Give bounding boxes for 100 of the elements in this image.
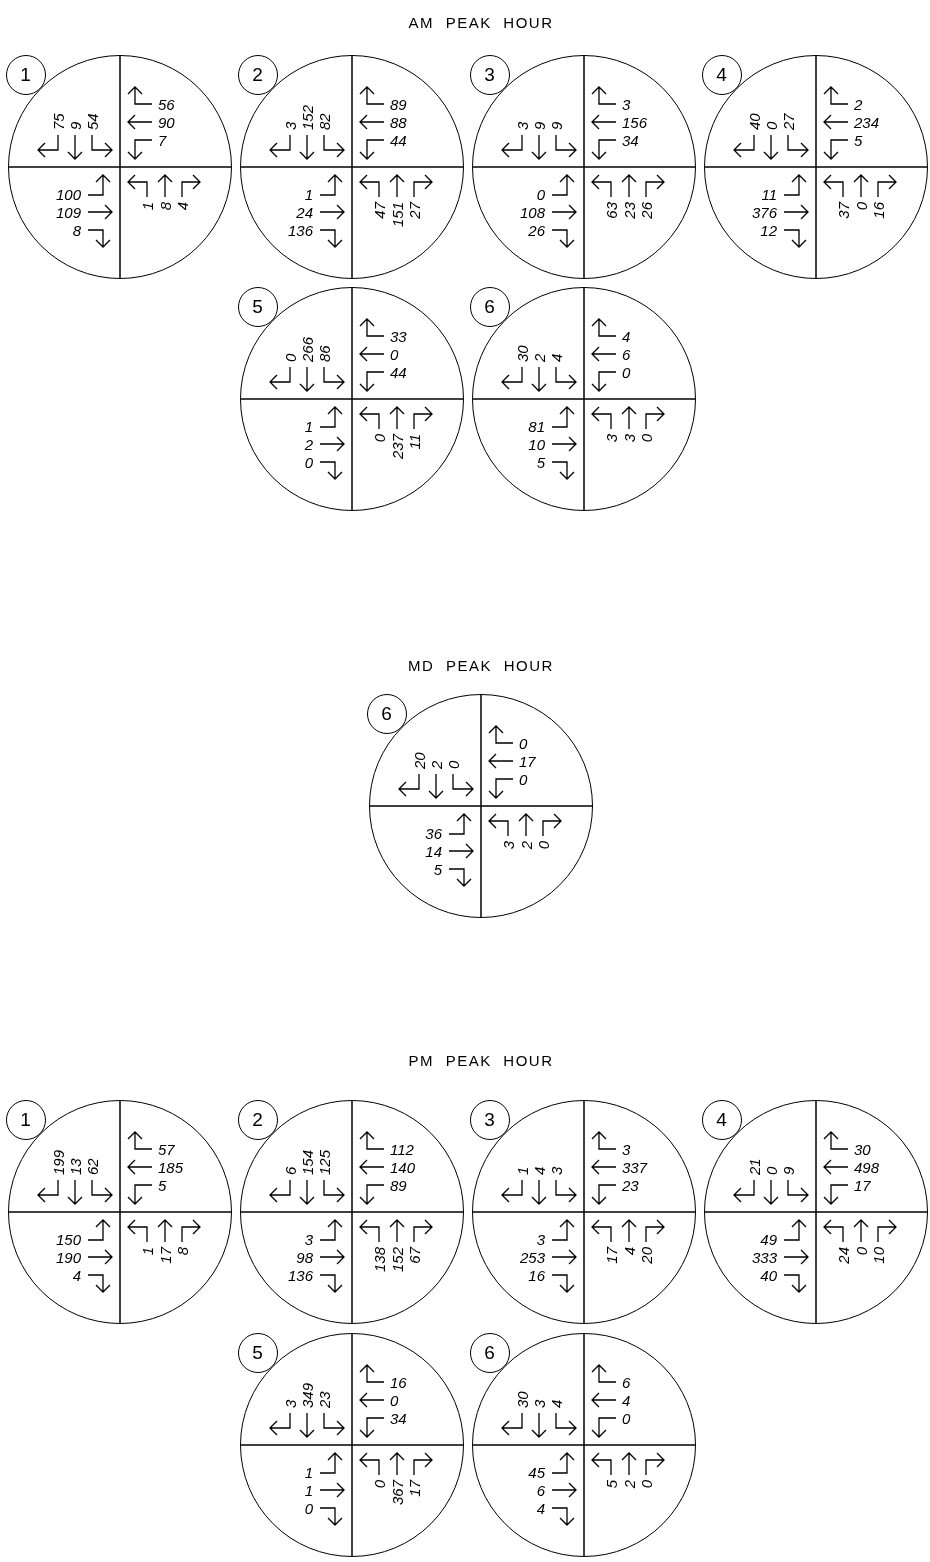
traffic-volume: 11: [761, 187, 777, 203]
traffic-volume: 4: [72, 1268, 81, 1284]
traffic-volume: 54: [85, 112, 101, 130]
traffic-volume: 0: [536, 187, 545, 203]
traffic-volume: 1: [140, 202, 156, 213]
traffic-volume: 234: [854, 115, 880, 131]
traffic-volume: 24: [836, 1247, 852, 1266]
traffic-volume: 34: [390, 1411, 407, 1427]
traffic-volume: 0: [639, 1480, 655, 1491]
traffic-volume: 0: [372, 434, 388, 445]
traffic-volume: 3: [515, 120, 531, 130]
traffic-volume: 3: [536, 1232, 545, 1248]
traffic-volume: 9: [549, 120, 565, 130]
traffic-volume: 40: [760, 1268, 777, 1284]
traffic-volume: 21: [747, 1157, 763, 1175]
traffic-volume: 337: [622, 1160, 648, 1176]
traffic-volume: 349: [300, 1381, 316, 1408]
traffic-volume: 4: [549, 352, 565, 362]
intersection-number: 4: [701, 1099, 742, 1140]
traffic-volume: 89: [390, 97, 407, 113]
intersection-number: 2: [237, 1099, 278, 1140]
traffic-volume: 154: [300, 1148, 316, 1175]
intersection-number: 2: [237, 54, 278, 95]
intersection-circle: [704, 1100, 928, 1324]
traffic-volume: 2: [304, 437, 313, 453]
intersection-circle: [472, 287, 696, 511]
traffic-volume: 3: [304, 1232, 313, 1248]
traffic-volume: 63: [604, 202, 620, 221]
traffic-volume: 30: [515, 344, 531, 362]
traffic-volume: 498: [854, 1160, 880, 1176]
intersection-number: 6: [366, 693, 407, 734]
traffic-volume: 3: [283, 120, 299, 130]
traffic-volume: 9: [781, 1165, 797, 1175]
traffic-volume: 8: [158, 202, 174, 213]
section-heading: AM PEAK HOUR: [408, 13, 554, 31]
traffic-volume: 27: [781, 112, 797, 130]
traffic-volume: 98: [296, 1250, 313, 1266]
traffic-volume: 3: [532, 1398, 548, 1408]
traffic-volume: 75: [51, 112, 67, 130]
traffic-volume: 6: [283, 1165, 299, 1175]
traffic-volume: 10: [871, 1247, 887, 1266]
intersection-circle: [704, 55, 928, 279]
traffic-volume: 14: [425, 844, 442, 860]
traffic-volume: 11: [407, 434, 423, 452]
traffic-volume: 136: [287, 1268, 313, 1284]
traffic-volume: 376: [751, 205, 777, 221]
traffic-volume: 0: [304, 1501, 313, 1517]
intersection-number: 6: [469, 1332, 510, 1373]
intersection-circle: [240, 1333, 464, 1557]
traffic-volume: 26: [528, 223, 545, 239]
intersection-number: 3: [469, 54, 510, 95]
traffic-volume: 30: [515, 1390, 531, 1408]
traffic-volume: 37: [836, 202, 852, 221]
intersection-number: 6: [469, 286, 510, 327]
traffic-volume: 0: [622, 1411, 631, 1427]
traffic-volume: 23: [622, 202, 638, 221]
intersection-number: 1: [5, 54, 46, 95]
traffic-volume: 0: [519, 736, 528, 752]
traffic-volume: 112: [390, 1142, 414, 1158]
traffic-volume: 4: [622, 1393, 631, 1409]
traffic-volume: 5: [854, 133, 863, 149]
traffic-volume: 0: [764, 1165, 780, 1175]
traffic-volume: 30: [854, 1142, 871, 1158]
traffic-volume: 67: [407, 1247, 423, 1266]
traffic-volume: 57: [158, 1142, 175, 1158]
traffic-volume: 4: [622, 1247, 638, 1258]
traffic-volume: 150: [55, 1232, 81, 1248]
traffic-volume: 49: [760, 1232, 777, 1248]
traffic-volume: 4: [549, 1398, 565, 1408]
traffic-volume: 0: [519, 772, 528, 788]
traffic-volume: 17: [158, 1247, 174, 1266]
traffic-volume: 237: [390, 434, 406, 462]
traffic-volume: 253: [519, 1250, 545, 1266]
traffic-volume: 140: [390, 1160, 416, 1176]
traffic-volume: 5: [158, 1178, 167, 1194]
traffic-volume: 266: [300, 335, 316, 362]
section-heading: PM PEAK HOUR: [408, 1051, 554, 1069]
traffic-volume: 136: [287, 223, 313, 239]
traffic-volume: 108: [519, 205, 545, 221]
traffic-volume: 62: [85, 1157, 101, 1175]
traffic-volume: 3: [622, 1142, 631, 1158]
traffic-volume: 8: [175, 1247, 191, 1258]
traffic-volume: 23: [622, 1178, 639, 1194]
traffic-volume: 2: [854, 97, 863, 113]
traffic-volume: 81: [528, 419, 545, 435]
traffic-volume: 17: [519, 754, 536, 770]
traffic-volume: 7: [158, 133, 167, 149]
traffic-volume: 1: [515, 1165, 531, 1175]
intersection-circle: [240, 1100, 464, 1324]
traffic-volume: 89: [390, 1178, 407, 1194]
intersection-circle: [369, 694, 593, 918]
traffic-volume: 3: [622, 434, 638, 445]
traffic-volume: 0: [622, 365, 631, 381]
traffic-volume: 34: [622, 133, 639, 149]
traffic-volume: 23: [317, 1390, 333, 1408]
traffic-volume: 1: [304, 187, 313, 203]
traffic-volume: 45: [528, 1465, 545, 1481]
traffic-volume: 40: [747, 112, 763, 130]
traffic-volume: 90: [158, 115, 175, 131]
traffic-volume: 33: [390, 329, 407, 345]
